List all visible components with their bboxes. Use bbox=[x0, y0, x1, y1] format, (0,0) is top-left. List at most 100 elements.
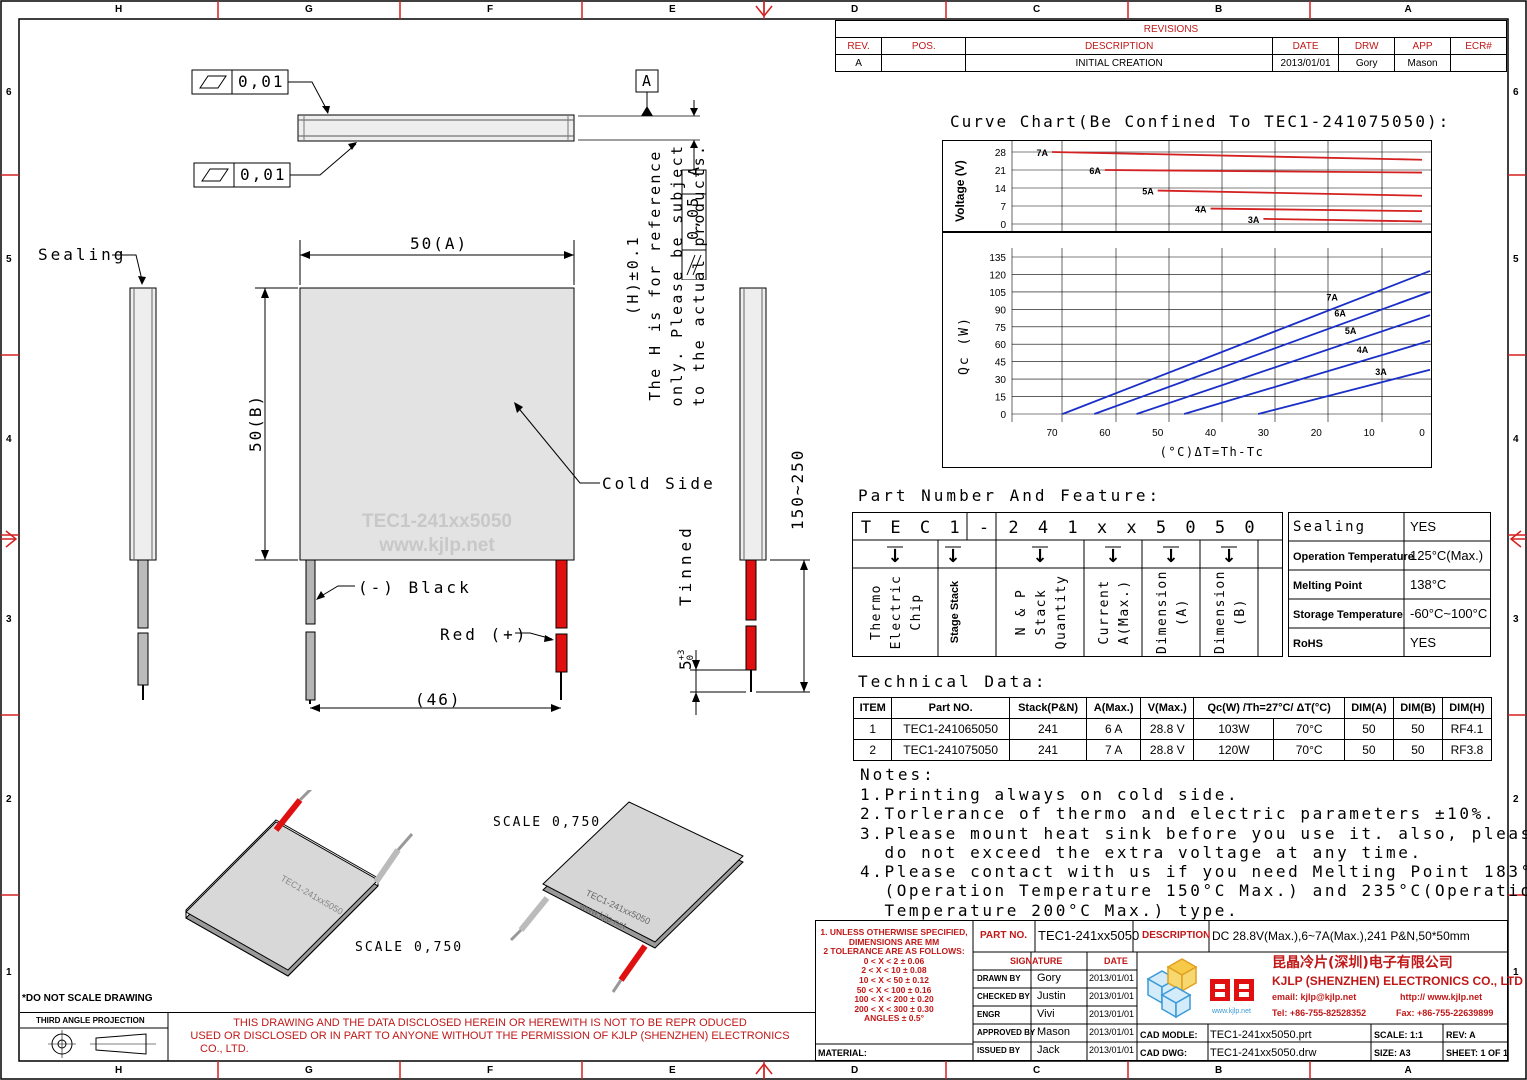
y-tick-label: 30 bbox=[995, 375, 1007, 386]
technical-header: DIM(H) bbox=[1441, 697, 1493, 719]
arrow-down-icon: ↓ bbox=[1032, 546, 1047, 567]
row-number: 3 bbox=[1513, 614, 1519, 625]
pn-meaning: Current bbox=[1097, 579, 1112, 644]
technical-cell: TEC1-241065050 bbox=[891, 718, 1010, 740]
y-tick-label: 105 bbox=[989, 288, 1006, 299]
part-no-label: PART NO. bbox=[980, 930, 1028, 941]
height-dimension: 50(B) bbox=[246, 393, 265, 452]
y-tick-label: 135 bbox=[989, 253, 1006, 264]
technical-cell: 70°C bbox=[1273, 718, 1345, 740]
technical-cell: 50 bbox=[1343, 739, 1394, 761]
pn-char: E bbox=[890, 518, 900, 538]
technical-title: Technical Data: bbox=[858, 672, 1048, 691]
logo-url: www.kjlp.net bbox=[1212, 1008, 1251, 1015]
footer-grid bbox=[20, 1012, 815, 1061]
print-model: TEC1-241xx5050 bbox=[362, 511, 512, 532]
pn-char: 0 bbox=[1244, 518, 1254, 538]
x-tick-label: 50 bbox=[1152, 428, 1164, 439]
rev-value: REV: A bbox=[1446, 1030, 1476, 1040]
pn-char: - bbox=[979, 518, 989, 538]
voltage-series-label: 6A bbox=[1089, 166, 1101, 176]
revisions-title: REVISIONS bbox=[835, 20, 1507, 38]
column-letter: F bbox=[487, 1065, 494, 1076]
voltage-series-line bbox=[1210, 207, 1423, 213]
y-tick-label: 90 bbox=[995, 305, 1007, 316]
material-label: MATERIAL: bbox=[818, 1048, 867, 1058]
top-view bbox=[191, 69, 707, 280]
x-axis-label: (°C)ΔT=Th-Tc bbox=[1160, 445, 1265, 459]
voltage-axis-label: Voltage (V) bbox=[953, 160, 967, 222]
lead-length-dimension: 150~250 bbox=[788, 448, 807, 530]
qc-series-line bbox=[1257, 368, 1431, 415]
description-label: DESCRIPTION bbox=[1142, 930, 1211, 941]
scale-label: SCALE 0,750 bbox=[493, 815, 602, 830]
revision-header: DESCRIPTION bbox=[965, 37, 1273, 55]
flatness-value: 0,01 bbox=[240, 165, 287, 184]
approval-role: CHECKED BY bbox=[977, 992, 1030, 1001]
tolerance-line: 100 < X < 200 ± 0.20 bbox=[854, 994, 934, 1005]
arrow-down-icon: ↓ bbox=[1105, 546, 1120, 567]
approval-name: Mason bbox=[1037, 1026, 1071, 1038]
pn-meaning: N & P bbox=[1014, 589, 1029, 636]
x-tick-label: 20 bbox=[1311, 428, 1323, 439]
cad-model-value: TEC1-241xx5050.prt bbox=[1210, 1029, 1312, 1041]
company-fax: Fax: +86-755-22639899 bbox=[1396, 1008, 1494, 1018]
x-tick-label: 60 bbox=[1099, 428, 1111, 439]
revision-cell bbox=[1450, 54, 1507, 72]
size-value: SIZE: A3 bbox=[1374, 1048, 1411, 1058]
company-logo bbox=[1146, 958, 1254, 1019]
red-lead-label: Red (+) bbox=[440, 625, 529, 644]
column-letter: F bbox=[487, 4, 494, 15]
technical-cell: 50 bbox=[1392, 718, 1443, 740]
qc-axis-label: Qc (W) bbox=[957, 316, 972, 375]
technical-cell: 241 bbox=[1008, 718, 1088, 740]
pn-meaning: Thermo bbox=[869, 584, 884, 640]
company-name-cn: 昆晶冷片(深圳)电子有限公司 bbox=[1272, 955, 1453, 971]
y-tick-label: 21 bbox=[995, 166, 1007, 177]
qc-series-line bbox=[1183, 339, 1431, 415]
width-dimension: 50(A) bbox=[410, 234, 469, 253]
technical-cell: TEC1-241075050 bbox=[891, 739, 1010, 761]
revision-cell: Gory bbox=[1338, 54, 1396, 72]
voltage-series-line bbox=[1104, 169, 1423, 174]
qc-series-line bbox=[1093, 291, 1431, 415]
voltage-panel bbox=[942, 140, 1432, 232]
sealing-label: Sealing bbox=[38, 245, 127, 264]
arrow-down-icon: ↓ bbox=[1163, 546, 1178, 567]
feature-value: YES bbox=[1410, 635, 1436, 650]
qc-series-label: 7A bbox=[1326, 293, 1338, 303]
column-letter: C bbox=[1033, 1065, 1041, 1076]
part-number-title: Part Number And Feature: bbox=[858, 486, 1162, 505]
column-letter: B bbox=[1215, 1065, 1223, 1076]
title-block-grid bbox=[815, 920, 1508, 1061]
pn-char: 5 bbox=[1215, 518, 1225, 538]
tolerance-line: 50 < X < 100 ± 0.16 bbox=[856, 984, 932, 995]
tolerance-line: DIMENSIONS ARE MM bbox=[848, 936, 940, 947]
feature-label: Storage Temperature bbox=[1293, 609, 1403, 621]
y-tick-label: 0 bbox=[1000, 220, 1006, 231]
revision-cell bbox=[881, 54, 967, 72]
y-tick-label: 14 bbox=[995, 184, 1007, 195]
pn-char: x bbox=[1126, 518, 1136, 538]
row-number: 4 bbox=[6, 434, 12, 445]
y-tick-label: 45 bbox=[995, 358, 1007, 369]
revision-header: REV. bbox=[834, 37, 883, 55]
technical-header: Qc(W) /Th=27°C/ ΔT(°C) bbox=[1193, 697, 1345, 719]
pn-meaning: Dimension bbox=[1155, 570, 1170, 654]
technical-cell: 2 bbox=[852, 739, 893, 761]
print-url: www.kjlp.net bbox=[379, 535, 495, 556]
revision-header: APP bbox=[1394, 37, 1452, 55]
tolerance-line: 1. UNLESS OTHERWISE SPECIFIED, bbox=[820, 927, 968, 937]
technical-cell: RF4.1 bbox=[1441, 718, 1493, 740]
y-tick-label: 15 bbox=[995, 393, 1007, 404]
technical-cell: 103W bbox=[1193, 718, 1275, 740]
column-letter: B bbox=[1215, 4, 1223, 15]
tinned-dim-value: 5 bbox=[676, 660, 695, 670]
